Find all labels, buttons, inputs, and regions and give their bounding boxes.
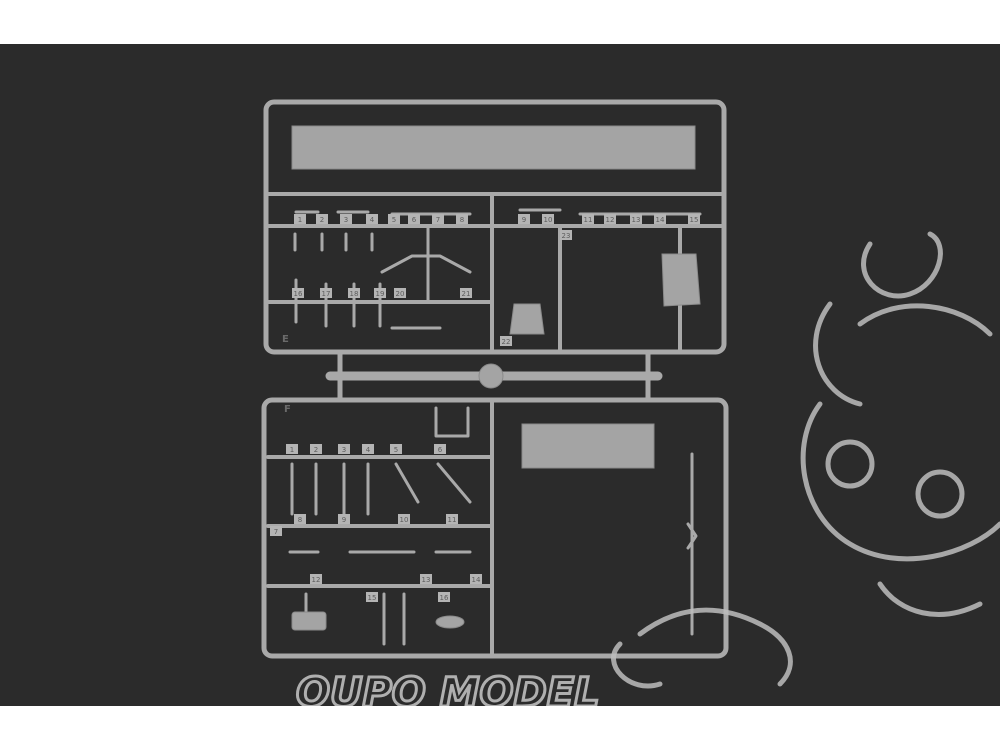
part-number-label: 8 xyxy=(298,516,302,524)
watermark-text: OUPO MODEL xyxy=(296,670,600,706)
part-number-tag xyxy=(408,214,420,224)
part-number-label: 22 xyxy=(502,338,511,346)
part-number-label: 2 xyxy=(320,216,324,224)
sprue-f-frame xyxy=(261,397,729,659)
part-number-tag xyxy=(286,444,298,454)
part-number-label: 15 xyxy=(690,216,699,224)
part-number-tag xyxy=(456,214,468,224)
part-number-tag xyxy=(688,214,700,224)
part-number-tag xyxy=(316,214,328,224)
part-number-label: 23 xyxy=(562,232,571,240)
part-number-label: 14 xyxy=(472,576,481,584)
part-number-tag xyxy=(434,444,446,454)
sprue-f-letter: F xyxy=(284,404,291,415)
part-number-tag xyxy=(630,214,642,224)
part-number-tag xyxy=(294,214,306,224)
watermark-mascot xyxy=(611,231,1000,689)
part-number-label: 6 xyxy=(412,216,417,224)
part-number-tag xyxy=(432,214,444,224)
part-number-label: 3 xyxy=(344,216,348,224)
part-number-tag xyxy=(294,514,306,524)
sprue-connector xyxy=(325,349,663,403)
part-number-tag xyxy=(446,514,458,524)
part-number-tag xyxy=(460,288,472,298)
part-number-tag xyxy=(388,214,400,224)
part-number-label: 11 xyxy=(584,216,593,224)
part-number-label: 18 xyxy=(350,290,359,298)
part-number-tag xyxy=(560,230,572,240)
sprue-f-oval-part xyxy=(435,615,465,629)
part-number-tag xyxy=(362,444,374,454)
part-number-label: 13 xyxy=(422,576,431,584)
part-number-label: 19 xyxy=(376,290,385,298)
part-number-label: 9 xyxy=(522,216,526,224)
part-number-label: 2 xyxy=(314,446,318,454)
sprue-e-frame xyxy=(263,99,727,355)
part-number-tag xyxy=(398,514,410,524)
part-number-label: 5 xyxy=(392,216,396,224)
part-number-label: 11 xyxy=(448,516,457,524)
part-number-tag xyxy=(438,592,450,602)
sprue-e-seat-part xyxy=(509,303,545,335)
part-number-label: 15 xyxy=(368,594,377,602)
part-number-label: 7 xyxy=(274,528,278,536)
sprue-f-small-parts xyxy=(288,406,698,646)
part-number-label: 6 xyxy=(438,446,443,454)
part-number-label: 1 xyxy=(298,216,302,224)
part-number-tag xyxy=(374,288,386,298)
part-number-tag xyxy=(320,288,332,298)
part-number-label: 12 xyxy=(606,216,615,224)
part-number-tag xyxy=(582,214,594,224)
part-number-tag xyxy=(500,336,512,346)
part-number-label: 1 xyxy=(290,446,294,454)
part-number-label: 7 xyxy=(436,216,440,224)
part-number-tag xyxy=(390,444,402,454)
part-number-tag xyxy=(338,444,350,454)
part-number-label: 10 xyxy=(400,516,409,524)
part-number-tag xyxy=(340,214,352,224)
sprue-e-letter: E xyxy=(282,334,289,345)
part-number-label: 16 xyxy=(440,594,449,602)
part-number-tag xyxy=(420,574,432,584)
part-number-label: 9 xyxy=(342,516,346,524)
part-number-tag xyxy=(542,214,554,224)
part-number-tag xyxy=(518,214,530,224)
part-number-label: 17 xyxy=(322,290,331,298)
sprue-e-frame-part xyxy=(661,253,701,307)
part-number-label: 14 xyxy=(656,216,665,224)
part-number-label: 5 xyxy=(394,446,398,454)
part-number-label: 4 xyxy=(370,216,375,224)
part-number-tag xyxy=(654,214,666,224)
part-number-label: 3 xyxy=(342,446,346,454)
part-number-tag xyxy=(366,592,378,602)
sprue-e-long-plate xyxy=(291,125,696,170)
part-number-tag xyxy=(604,214,616,224)
part-number-tag xyxy=(470,574,482,584)
part-number-label: 4 xyxy=(366,446,371,454)
part-number-tag xyxy=(310,444,322,454)
part-number-label: 16 xyxy=(294,290,303,298)
sprue-f-plate xyxy=(521,423,655,469)
part-number-tag xyxy=(394,288,406,298)
part-number-label: 20 xyxy=(396,290,405,298)
part-number-tag xyxy=(338,514,350,524)
part-number-label: 12 xyxy=(312,576,321,584)
sprue-f-box-part xyxy=(291,611,327,631)
part-number-tag xyxy=(270,526,282,536)
part-number-tag xyxy=(310,574,322,584)
part-number-tag xyxy=(366,214,378,224)
part-number-tag xyxy=(292,288,304,298)
part-number-label: 13 xyxy=(632,216,641,224)
part-number-label: 8 xyxy=(460,216,464,224)
part-number-tag xyxy=(348,288,360,298)
part-number-label: 10 xyxy=(544,216,553,224)
part-number-label: 21 xyxy=(462,290,471,298)
